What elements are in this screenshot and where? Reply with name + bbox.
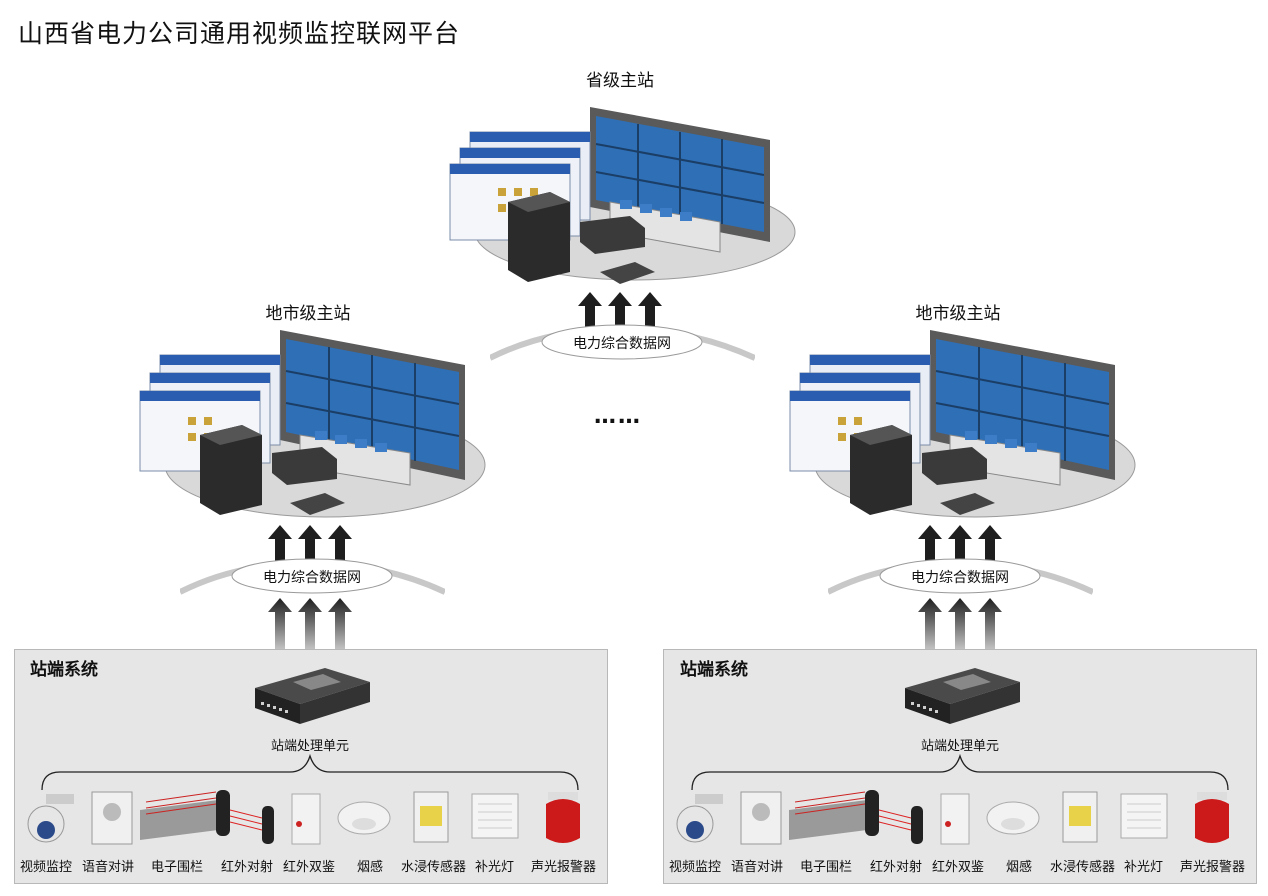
device-label: 水浸传感器 — [1050, 860, 1116, 875]
uplink-arrows-site-left — [268, 598, 352, 668]
uplink-arrows-city-right — [918, 525, 1002, 561]
fill-light-icon — [471, 793, 519, 839]
device-label: 烟感 — [1006, 860, 1033, 875]
device-label: 红外双鉴 — [283, 860, 336, 875]
electric-fence-icon — [789, 791, 867, 840]
dual-tech-detector-icon — [291, 793, 321, 845]
uplink-arrows-city-left — [268, 525, 352, 561]
provincial-station-label: 省级主站 — [586, 71, 654, 91]
smoke-detector-icon — [986, 801, 1040, 835]
site-processing-unit-left — [255, 668, 370, 724]
device-label: 语音对讲 — [731, 860, 784, 875]
device-label: 语音对讲 — [82, 860, 135, 875]
intercom-icon — [740, 791, 782, 845]
software-windows — [449, 131, 591, 241]
network-cloud-left — [180, 558, 445, 595]
water-sensor-icon — [413, 791, 449, 843]
network-cloud-right — [828, 558, 1093, 595]
electric-fence-icon — [140, 791, 218, 840]
device-label: 烟感 — [357, 860, 384, 875]
device-icons-left — [27, 790, 580, 845]
fill-light-icon — [1120, 793, 1168, 839]
camera-icon — [676, 794, 723, 843]
uplink-arrows-site-right — [918, 598, 1002, 668]
dual-tech-detector-icon — [940, 793, 970, 845]
site-system-right-title: 站端系统 — [680, 660, 748, 680]
device-label: 补光灯 — [475, 860, 515, 875]
device-label: 声光报警器 — [531, 860, 597, 875]
network-label-right: 电力综合数据网 — [911, 570, 1009, 586]
device-label: 声光报警器 — [1180, 860, 1246, 875]
city-station-left-scene — [139, 330, 486, 518]
sound-light-alarm-icon — [1195, 792, 1229, 843]
device-label: 视频监控 — [669, 860, 722, 875]
device-brace-right — [691, 753, 1229, 791]
network-label-top: 电力综合数据网 — [573, 336, 671, 352]
device-brace-left — [41, 753, 579, 791]
infrared-beam-icon — [216, 790, 274, 844]
uplink-arrows-provincial — [578, 292, 662, 332]
site-processing-unit-right — [905, 668, 1020, 724]
sound-light-alarm-icon — [546, 792, 580, 843]
device-label: 视频监控 — [20, 860, 73, 875]
device-label: 红外双鉴 — [932, 860, 985, 875]
smoke-detector-icon — [337, 801, 391, 835]
city-station-right-scene — [789, 330, 1136, 518]
provincial-station-scene — [449, 107, 796, 284]
camera-icon — [27, 794, 74, 843]
intercom-icon — [91, 791, 133, 845]
water-sensor-icon — [1062, 791, 1098, 843]
processing-unit-right-label: 站端处理单元 — [920, 739, 999, 754]
device-label: 补光灯 — [1124, 860, 1164, 875]
processing-unit-left-label: 站端处理单元 — [270, 739, 349, 754]
city-station-left-label: 地市级主站 — [265, 304, 351, 324]
city-station-right-label: 地市级主站 — [915, 304, 1001, 324]
network-cloud-top — [490, 324, 755, 361]
infrared-beam-icon — [865, 790, 923, 844]
device-icons-right — [676, 790, 1229, 845]
device-label: 电子围栏 — [151, 860, 204, 875]
device-label: 水浸传感器 — [401, 860, 467, 875]
device-label: 电子围栏 — [800, 860, 853, 875]
device-label: 红外对射 — [221, 860, 274, 875]
page-title: 山西省电力公司通用视频监控联网平台 — [18, 19, 461, 48]
more-stations-ellipsis: …… — [594, 404, 642, 429]
device-label: 红外对射 — [870, 860, 923, 875]
network-label-left: 电力综合数据网 — [263, 570, 361, 586]
server-cabinet — [508, 192, 570, 282]
site-system-left-title: 站端系统 — [30, 660, 98, 680]
